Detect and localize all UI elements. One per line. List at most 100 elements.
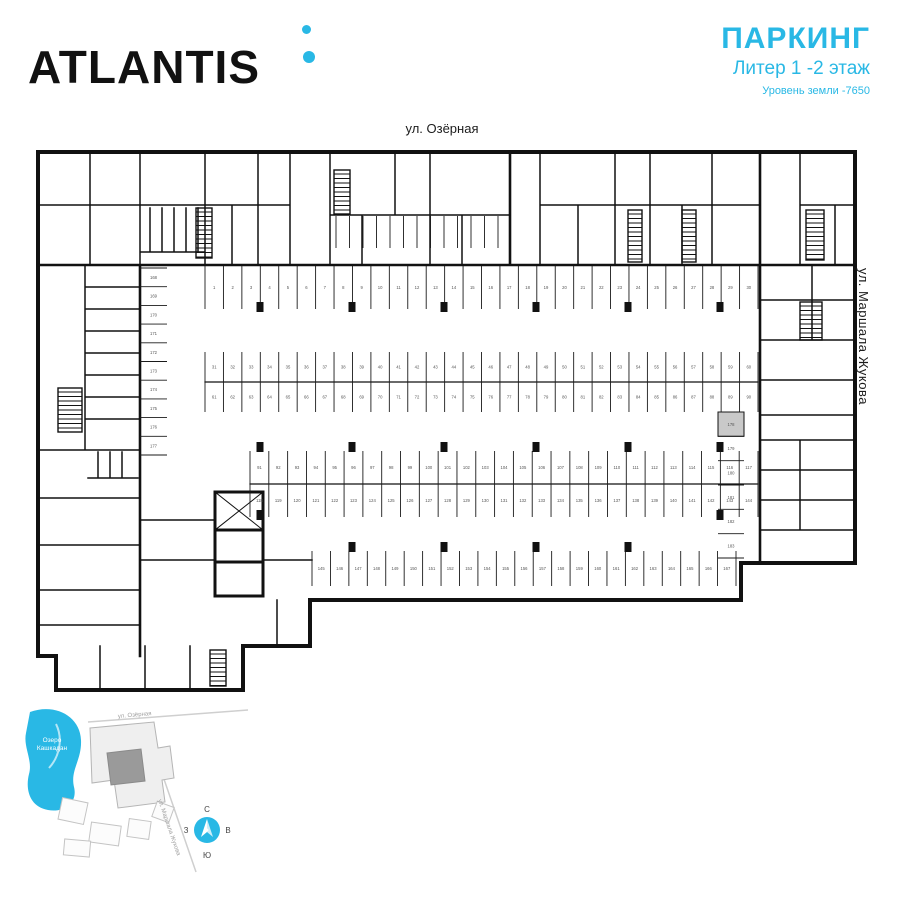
svg-text:180: 180 [728, 470, 736, 475]
svg-text:169: 169 [150, 294, 158, 299]
svg-text:45: 45 [470, 365, 475, 370]
page-title: ПАРКИНГ [721, 22, 870, 55]
svg-text:99: 99 [408, 465, 413, 470]
svg-text:27: 27 [691, 285, 696, 290]
svg-text:179: 179 [728, 446, 736, 451]
svg-text:46: 46 [488, 365, 493, 370]
svg-text:85: 85 [654, 395, 659, 400]
svg-text:160: 160 [594, 566, 602, 571]
svg-text:14: 14 [452, 285, 457, 290]
svg-text:16: 16 [488, 285, 493, 290]
svg-text:65: 65 [286, 395, 291, 400]
svg-text:114: 114 [689, 465, 696, 470]
outer-walls [36, 150, 857, 692]
svg-text:78: 78 [525, 395, 530, 400]
svg-text:53: 53 [617, 365, 622, 370]
svg-text:1: 1 [213, 285, 216, 290]
svg-text:7: 7 [324, 285, 327, 290]
svg-text:141: 141 [689, 498, 697, 503]
floor-plan [36, 150, 857, 692]
svg-text:67: 67 [322, 395, 327, 400]
svg-text:168: 168 [150, 275, 158, 280]
page-subtitle: Литер 1 -2 этаж [732, 58, 870, 79]
svg-text:100: 100 [425, 465, 433, 470]
svg-text:86: 86 [673, 395, 678, 400]
svg-text:94: 94 [314, 465, 319, 470]
svg-text:145: 145 [318, 566, 326, 571]
svg-text:157: 157 [539, 566, 547, 571]
svg-text:62: 62 [230, 395, 235, 400]
svg-text:170: 170 [150, 312, 158, 317]
svg-text:164: 164 [668, 566, 676, 571]
svg-text:55: 55 [654, 365, 659, 370]
locator-neighbor-buildings [57, 796, 175, 858]
svg-text:28: 28 [710, 285, 715, 290]
svg-text:121: 121 [312, 498, 320, 503]
svg-text:142: 142 [707, 498, 715, 503]
svg-text:25: 25 [654, 285, 659, 290]
svg-text:125: 125 [388, 498, 396, 503]
svg-text:155: 155 [502, 566, 510, 571]
svg-text:159: 159 [576, 566, 584, 571]
svg-text:175: 175 [150, 406, 158, 411]
svg-text:12: 12 [415, 285, 420, 290]
room-walls [37, 151, 856, 691]
svg-text:33: 33 [249, 365, 254, 370]
svg-text:26: 26 [673, 285, 678, 290]
svg-text:61: 61 [212, 395, 217, 400]
svg-text:122: 122 [331, 498, 339, 503]
svg-text:136: 136 [595, 498, 603, 503]
svg-text:124: 124 [369, 498, 377, 503]
svg-text:108: 108 [576, 465, 584, 470]
compass-center-dot [205, 828, 209, 832]
svg-text:68: 68 [341, 395, 346, 400]
svg-text:123: 123 [350, 498, 358, 503]
svg-text:98: 98 [389, 465, 394, 470]
svg-text:95: 95 [332, 465, 337, 470]
svg-text:76: 76 [488, 395, 493, 400]
svg-text:74: 74 [452, 395, 457, 400]
svg-text:153: 153 [465, 566, 473, 571]
svg-text:101: 101 [444, 465, 452, 470]
svg-text:104: 104 [501, 465, 509, 470]
svg-text:2: 2 [231, 285, 234, 290]
svg-text:127: 127 [425, 498, 433, 503]
svg-text:58: 58 [710, 365, 715, 370]
compass-needle-right [207, 819, 213, 837]
svg-text:165: 165 [686, 566, 694, 571]
svg-text:112: 112 [651, 465, 658, 470]
svg-text:41: 41 [396, 365, 401, 370]
svg-text:22: 22 [599, 285, 604, 290]
structural-columns [256, 302, 724, 552]
svg-text:89: 89 [728, 395, 733, 400]
svg-text:143: 143 [726, 498, 734, 503]
svg-text:162: 162 [631, 566, 639, 571]
svg-text:154: 154 [484, 566, 492, 571]
svg-text:150: 150 [410, 566, 418, 571]
svg-text:73: 73 [433, 395, 438, 400]
svg-text:18: 18 [525, 285, 530, 290]
svg-text:87: 87 [691, 395, 696, 400]
svg-text:116: 116 [726, 465, 733, 470]
svg-text:107: 107 [557, 465, 565, 470]
svg-text:93: 93 [295, 465, 300, 470]
svg-text:80: 80 [562, 395, 567, 400]
lake-label-line2: Кашкадан [37, 745, 68, 752]
svg-text:96: 96 [351, 465, 356, 470]
locator-street-top-label: ул. Озёрная [118, 711, 152, 720]
header-right: ПАРКИНГ Литер 1 -2 этаж Уровень земли -7… [721, 22, 870, 97]
svg-text:152: 152 [447, 566, 455, 571]
svg-text:134: 134 [557, 498, 565, 503]
svg-text:135: 135 [576, 498, 584, 503]
svg-text:11: 11 [396, 285, 401, 290]
svg-text:92: 92 [276, 465, 281, 470]
lake-highlight [48, 723, 61, 769]
svg-text:51: 51 [581, 365, 586, 370]
svg-text:144: 144 [745, 498, 753, 503]
